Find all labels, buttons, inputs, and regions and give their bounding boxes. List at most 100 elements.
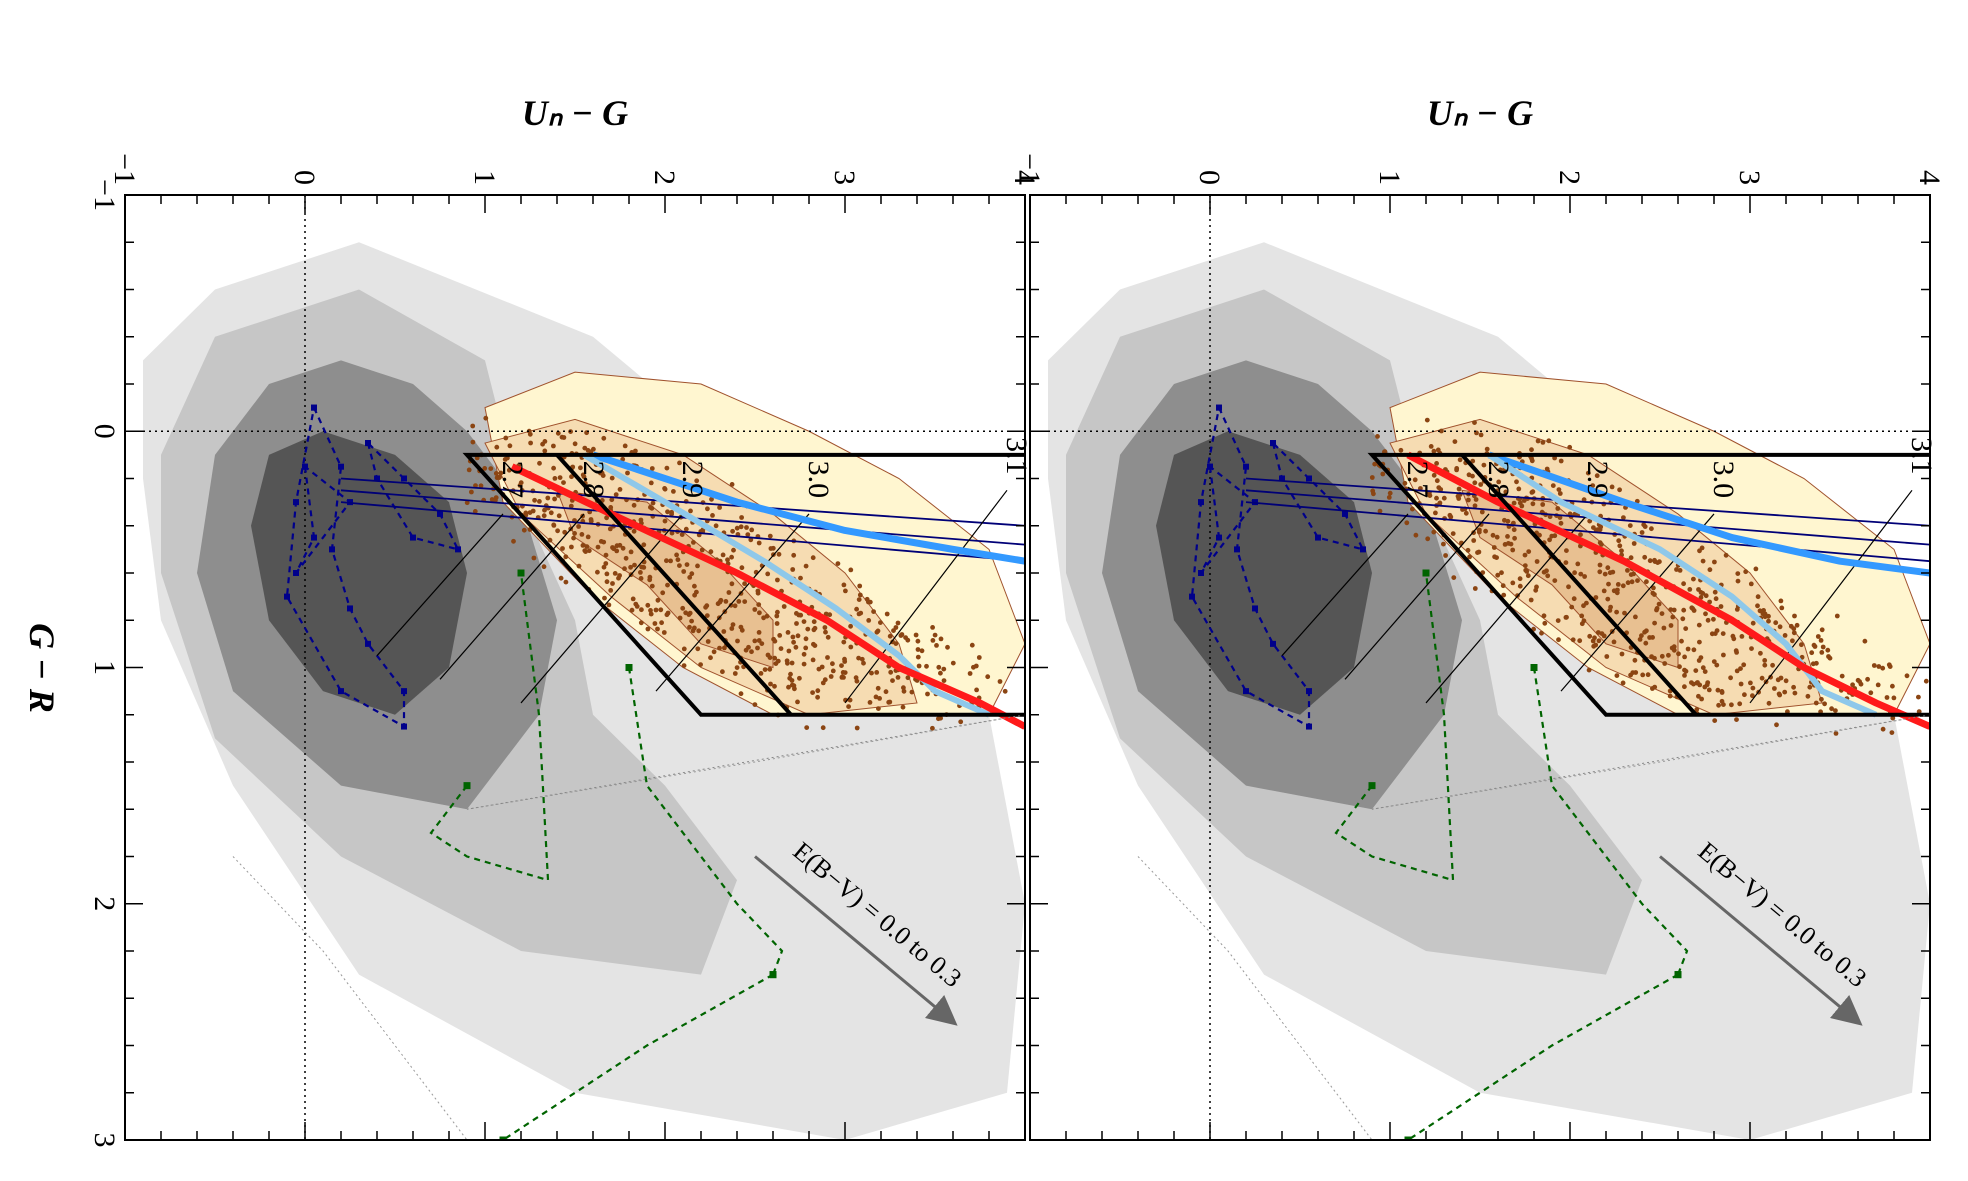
qso-point [1758,650,1763,656]
qso-point [648,611,654,617]
qso-point [687,575,693,580]
box-corner-dotted-line [1371,714,1930,810]
qso-point [788,671,793,677]
redshift-line-2.9 [1425,513,1589,704]
qso-point [620,456,626,462]
qso-point [639,564,644,570]
qso-point [888,669,894,675]
qso-point [1703,611,1708,617]
qso-point [792,686,797,692]
qso-point [1614,609,1619,615]
qso-point [473,483,478,488]
qso-point [839,663,844,668]
qso-point [1714,662,1720,668]
qso-point [717,645,722,651]
qso-point [1490,532,1496,538]
qso-point [875,628,881,634]
qso-point [835,561,841,566]
qso-point [1404,520,1410,526]
qso-point [791,552,797,558]
qso-point [562,529,568,535]
qso-point [786,648,792,654]
qso-point [469,489,474,495]
qso-point [614,548,620,554]
qso-point [710,513,715,518]
qso-point [608,505,614,510]
qso-point [652,621,658,626]
qso-point [1691,608,1697,613]
qso-point [1813,700,1819,706]
qso-point [1644,579,1649,585]
qso-point [1659,653,1665,659]
qso-point [756,638,762,643]
qso-point [1620,680,1626,686]
qso-point [730,528,735,534]
qso-point [1514,479,1519,485]
qso-point [839,675,845,680]
qso-point [1413,532,1419,538]
qso-point [877,696,882,701]
qso-point [603,552,609,558]
qso-point [1427,493,1433,498]
qso-point [1654,607,1659,613]
qso-point [1456,486,1462,492]
qso-point [1790,638,1795,644]
box-corner-dotted-line [466,714,1025,810]
qso-point [901,685,906,691]
qso-point [1387,490,1393,496]
galaxy-track-marker [437,510,443,517]
qso-point [1380,471,1386,477]
selection-box [462,452,1025,717]
qso-point [528,440,533,446]
qso-point [739,515,744,520]
galaxy-track-marker [1342,510,1348,517]
qso-point [1777,692,1783,698]
qso-point [1575,561,1581,567]
qso-point [632,562,637,568]
qso-point [1702,684,1708,690]
qso-point [1526,549,1532,554]
qso-point [1880,665,1886,671]
ug-axis-title: Uₙ − G [1427,93,1533,133]
qso-point [1935,711,1940,716]
qso-point [729,581,735,587]
qso-point [820,725,826,731]
lightblue-model-track [582,452,991,718]
qso-point [1473,497,1479,502]
qso-point [1447,512,1453,518]
qso-point [1777,624,1783,630]
gr-tick-label: 3 [88,1133,121,1148]
qso-point [645,602,651,608]
qso-point [1505,534,1510,539]
stellar-locus-curve [1137,856,1373,1140]
qso-point [1916,694,1921,700]
qso-point [905,675,911,681]
qso-point [810,555,816,561]
qso-point [772,655,778,661]
qso-point [680,605,686,611]
qso-point [601,539,607,545]
qso-point [1471,538,1477,543]
qso-point [541,513,547,519]
qso-point [768,546,774,551]
qso-point [794,611,799,616]
qso-point [805,626,811,632]
qso-point [623,555,629,561]
qso-point [1455,493,1461,499]
qso-point [531,555,537,561]
qso-point [1871,663,1877,668]
qso-point [1443,553,1448,558]
qso-point [602,595,607,601]
qso-point [1478,432,1484,438]
qso-point [803,645,809,651]
qso-point [1382,449,1388,454]
redshift-line-3.1 [1749,489,1913,704]
qso-point [858,610,864,616]
qso-point [1700,665,1706,671]
qso-point [1517,576,1523,582]
qso-point [1602,571,1608,577]
qso-point [585,534,591,540]
qso-point [1671,607,1677,613]
qso-point [709,496,714,502]
qso-point [604,571,610,577]
